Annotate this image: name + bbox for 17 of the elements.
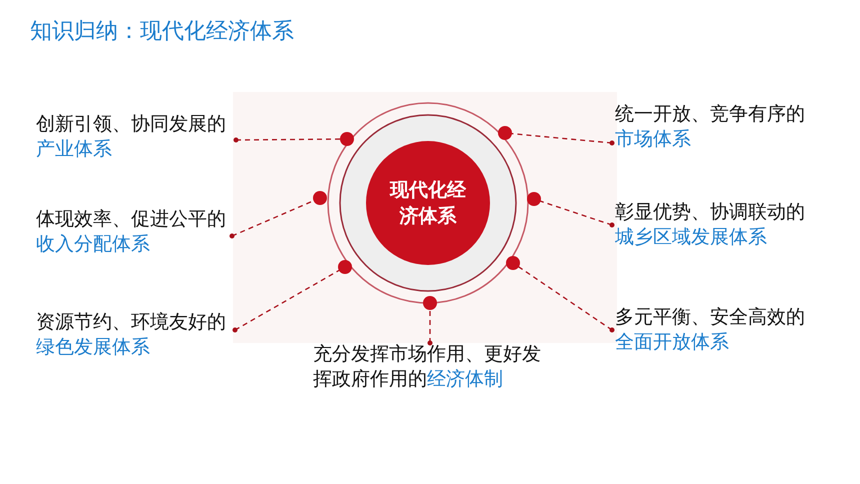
text-label: 统一开放、竞争有序的 市场体系 — [615, 102, 815, 152]
text-label: 多元平衡、安全高效的 全面开放体系 — [615, 305, 815, 355]
dashed-connector — [423, 296, 437, 346]
title: 知识归纳：现代化经济体系 — [30, 18, 294, 46]
center-circle — [327, 102, 529, 304]
text-label: 充分发挥市场作用、更好发挥政府作用的经济体制 — [313, 342, 558, 392]
text-label: 彰显优势、协调联动的 城乡区域发展体系 — [615, 200, 815, 250]
text-label: 创新引领、协同发展的 产业体系 — [36, 112, 236, 162]
text-label: 体现效率、促进公平的 收入分配体系 — [36, 207, 236, 257]
dashed-connector — [506, 256, 614, 332]
dashed-connector — [230, 191, 327, 238]
dashed-connector — [498, 126, 614, 146]
text-label: 资源节约、环境友好的 绿色发展体系 — [36, 310, 236, 360]
dashed-connector — [234, 132, 354, 146]
center-label: 现代化经济体系 — [388, 178, 467, 229]
dashed-connector — [232, 260, 352, 332]
dashed-connector — [527, 192, 614, 228]
